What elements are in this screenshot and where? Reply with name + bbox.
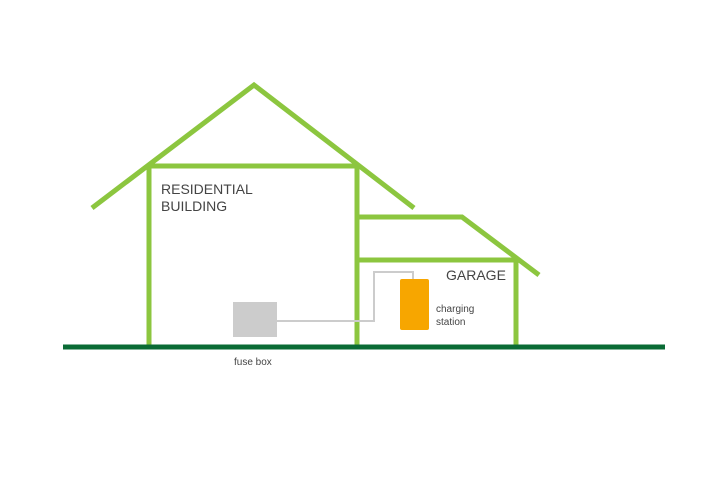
residential-roof — [90, 81, 416, 210]
garage-walls — [357, 257, 519, 346]
charging-station-label-line1: charging — [436, 304, 474, 315]
fuse-box — [233, 302, 277, 337]
charging-station — [400, 279, 429, 330]
residential-label-line2: BUILDING — [161, 198, 227, 214]
garage-roof — [357, 214, 541, 277]
fuse-box-label: fuse box — [234, 357, 272, 368]
residential-walls — [146, 163, 360, 346]
charging-cable — [277, 271, 414, 322]
residential-label-line1: RESIDENTIAL — [161, 181, 253, 197]
garage-label: GARAGE — [446, 267, 506, 283]
charging-station-label-line2: station — [436, 317, 465, 328]
